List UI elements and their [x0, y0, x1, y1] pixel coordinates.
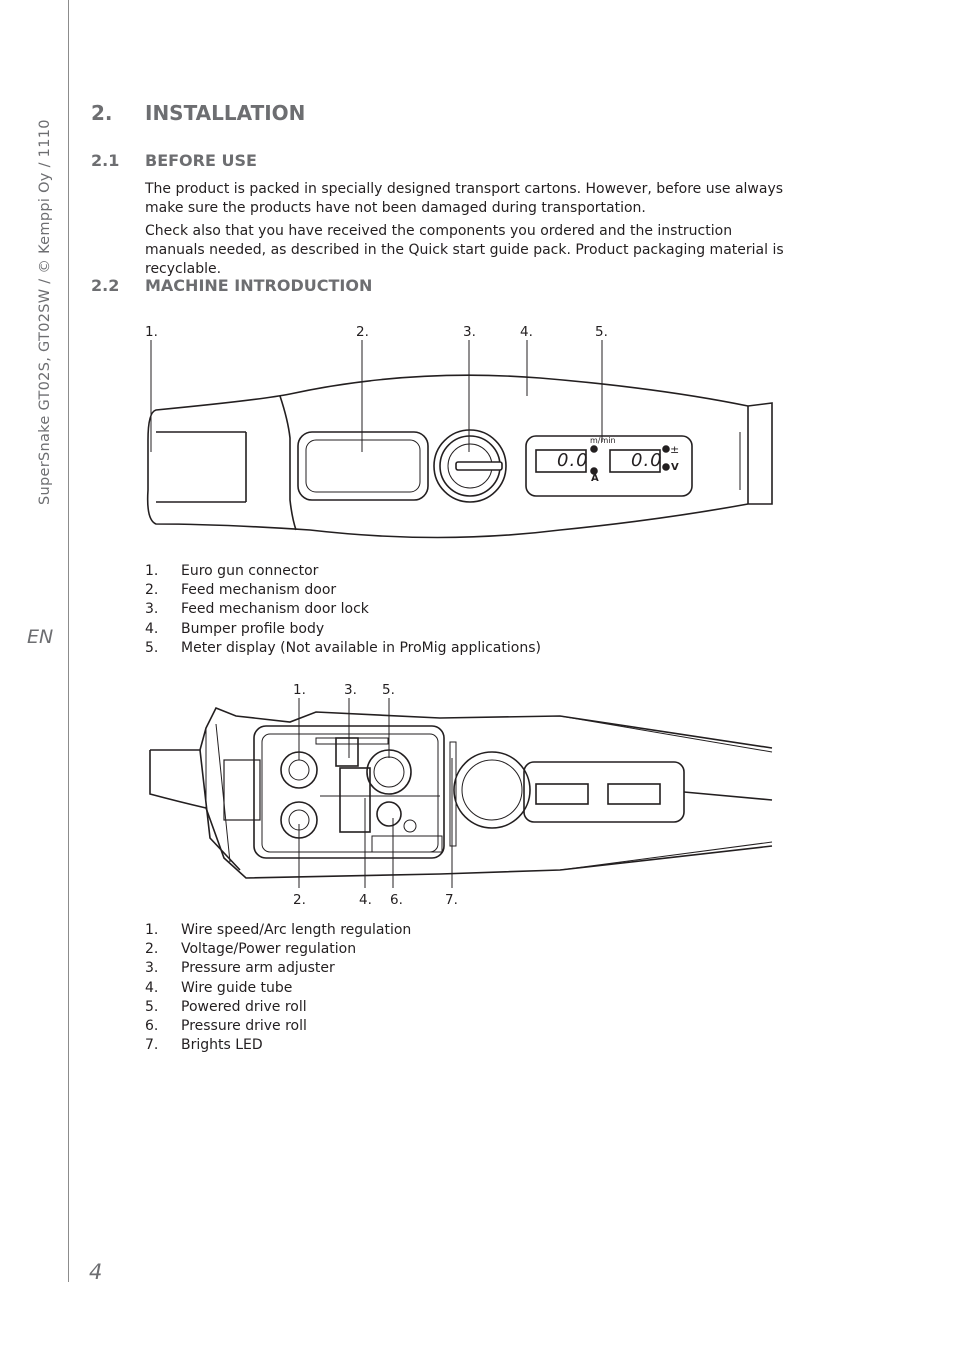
- display-unit-mmin: m/min: [590, 436, 616, 445]
- legend-item: 7.Brights LED: [145, 1037, 263, 1054]
- figure2-callout: 6.: [390, 892, 403, 908]
- legend-item: 6.Pressure drive roll: [145, 1017, 307, 1034]
- legend-item: 2.Feed mechanism door: [145, 582, 337, 599]
- feed-mechanism-open-illustration: [149, 698, 773, 888]
- subsection-number-machine-intro: 2.2: [91, 276, 120, 295]
- legend-item: 2.Voltage/Power regulation: [145, 941, 357, 958]
- figure2-callout: 7.: [445, 892, 458, 908]
- figure2-callout: 3.: [344, 682, 357, 698]
- section-number: 2.: [91, 101, 113, 125]
- figure2-callout: 2.: [293, 892, 306, 908]
- legend-item: 5.Meter display (Not available in ProMig…: [145, 639, 541, 656]
- paragraph: The product is packed in specially desig…: [145, 181, 784, 216]
- display-unit-amps: A: [591, 473, 599, 484]
- figure1-callout: 1.: [145, 324, 158, 340]
- display-unit-volts: V: [671, 462, 679, 473]
- legend-item: 3.Pressure arm adjuster: [145, 960, 335, 977]
- figure2-legend: 1.Wire speed/Arc length regulation 2.Vol…: [145, 921, 411, 1055]
- page-number: 4: [89, 1260, 103, 1284]
- margin-rule: [68, 0, 69, 1282]
- legend-item: 4.Wire guide tube: [145, 979, 293, 996]
- running-title: SuperSnake GT02S, GT02SW / © Kemppi Oy /…: [37, 119, 53, 505]
- display-left-readout: 0.0: [557, 450, 589, 471]
- display-sign: ±: [670, 443, 680, 456]
- figure1-callout: 3.: [463, 324, 476, 340]
- figure1-legend: 1.Euro gun connector 2.Feed mechanism do…: [145, 562, 541, 658]
- display-right-readout: 0.0: [631, 450, 663, 471]
- section-title: INSTALLATION: [145, 101, 306, 125]
- paragraph: Check also that you have received the co…: [145, 223, 784, 277]
- legend-item: 1.Euro gun connector: [145, 563, 319, 579]
- figure1-callout: 4.: [520, 324, 533, 340]
- figure2-callout: 4.: [359, 892, 372, 908]
- figure2-callout: 1.: [293, 682, 306, 698]
- figure1-callout: 5.: [595, 324, 608, 340]
- figure2-callout: 5.: [382, 682, 395, 698]
- legend-item: 5.Powered drive roll: [145, 998, 307, 1015]
- language-tag: EN: [27, 626, 54, 648]
- subsection-title-machine-intro: MACHINE INTRODUCTION: [145, 276, 373, 295]
- legend-item: 3.Feed mechanism door lock: [145, 601, 369, 618]
- subsection-title-before-use: BEFORE USE: [145, 151, 257, 170]
- figure1-callout: 2.: [356, 324, 369, 340]
- legend-item: 1.Wire speed/Arc length regulation: [145, 922, 412, 938]
- subsection-number-before-use: 2.1: [91, 151, 120, 170]
- machine-top-view-illustration: [146, 340, 773, 539]
- legend-item: 4.Bumper profile body: [145, 620, 325, 637]
